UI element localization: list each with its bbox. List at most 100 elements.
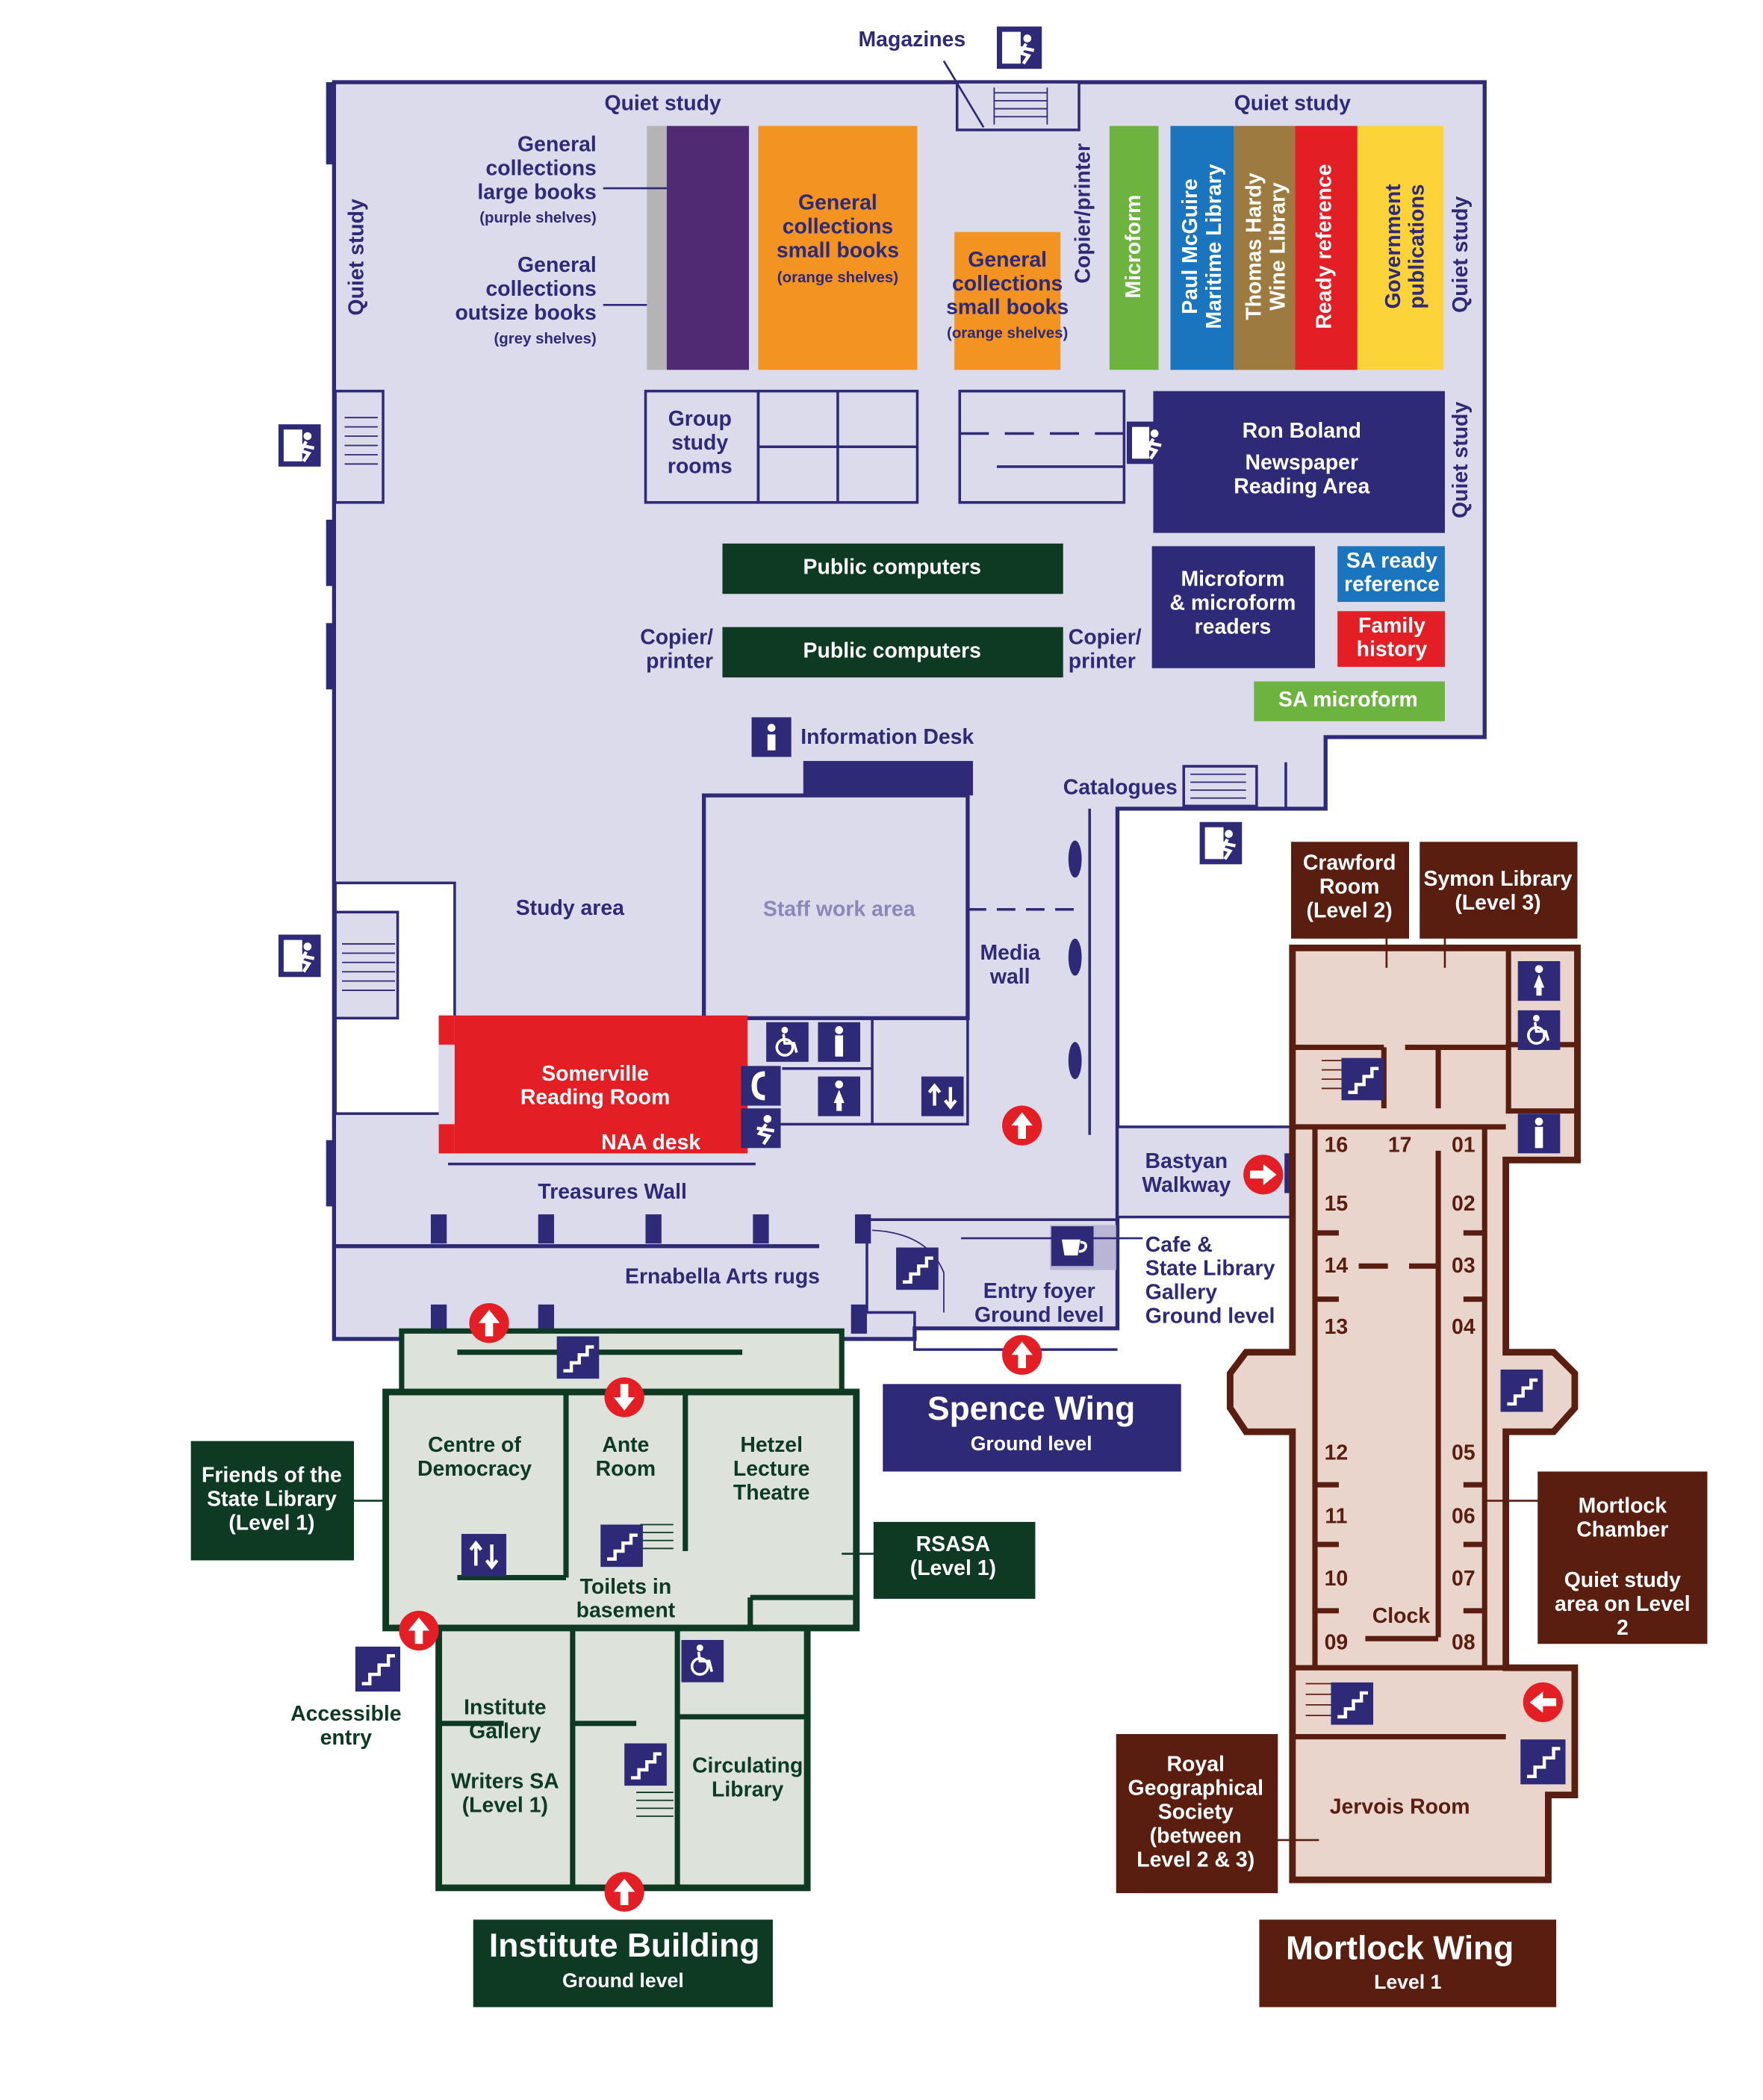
bay-number: 17 [1387, 1134, 1412, 1158]
copier-printer-label: Copier/printer [1072, 143, 1095, 284]
public-computers-2-bg [722, 627, 1063, 678]
bay-number: 11 [1325, 1506, 1348, 1529]
bay-number: 09 [1324, 1632, 1349, 1655]
bay-number: 13 [1324, 1316, 1349, 1339]
stairs-icon [1520, 1739, 1566, 1785]
bay-number: 06 [1452, 1506, 1476, 1529]
institute-building-subtitle: Ground level [562, 1969, 684, 1993]
gc-large-books-label: General collections large books [477, 134, 597, 205]
wheelchair-icon [681, 1639, 724, 1683]
bay-number: 07 [1452, 1568, 1476, 1591]
writers-sa-label: Writers SA (Level 1) [450, 1771, 559, 1818]
naa-desk-label: NAA desk [601, 1132, 701, 1155]
copier-printer-label: Copier/ printer [640, 627, 714, 674]
bay-number: 05 [1452, 1442, 1476, 1465]
institute-building [347, 1328, 878, 1892]
mortlock-chamber-box [1537, 1471, 1708, 1644]
hetzel-lecture-theatre-label: Hetzel Lecture Theatre [733, 1434, 810, 1505]
sa-ready-reference-label: SA ready reference [1344, 550, 1440, 597]
public-computers-label: Public computers [803, 556, 981, 580]
government-publications-label: Government publications [1382, 184, 1429, 309]
stairs-icon [896, 1247, 939, 1290]
info-icon [751, 717, 792, 757]
institute-gallery-label: Institute Gallery [464, 1697, 547, 1744]
microform-readers-bg [1151, 546, 1315, 668]
toilet-icon [818, 1022, 861, 1062]
staff-work-area-label: Staff work area [762, 898, 915, 922]
ernabella-arts-rugs-label: Ernabella Arts rugs [624, 1266, 820, 1289]
gov-pub-shelf [1357, 125, 1444, 370]
symon-box [1420, 842, 1578, 939]
media-wall-label: Media wall [980, 942, 1040, 990]
info-desk-bar [803, 760, 973, 796]
toilet-icon [1517, 1113, 1561, 1154]
gc-outsize-books-label: General collections outsize books [455, 254, 597, 325]
copier-printer-label: Copier/ printer [1068, 627, 1142, 674]
maritime-library-label: Paul McGuire Maritime Library [1180, 164, 1227, 329]
entry-arrow-icon [604, 1377, 644, 1417]
symon-library-label: Symon Library (Level 3) [1423, 868, 1573, 915]
ready-reference-label: Ready reference [1313, 164, 1337, 329]
bay-number: 08 [1452, 1632, 1476, 1655]
friends-box [190, 1441, 354, 1561]
bay-number: 03 [1452, 1255, 1476, 1279]
treasures-wall-label: Treasures Wall [538, 1181, 687, 1204]
friends-label: Friends of the State Library (Level 1) [202, 1464, 342, 1535]
quiet-study-label: Quiet study [1450, 401, 1473, 519]
spence-title-box [883, 1384, 1181, 1472]
microform-label: Microform [1122, 194, 1145, 299]
toilet-icon [1517, 961, 1561, 1001]
newspaper-reading-area-label: Newspaper Reading Area [1234, 452, 1370, 499]
emergency-exit-icon [1199, 821, 1243, 865]
mortlock-title-box [1259, 1919, 1557, 2007]
stairs-icon [1341, 1057, 1384, 1101]
stairs-icon [355, 1646, 401, 1692]
bay-number: 15 [1324, 1193, 1349, 1216]
bay-number: 14 [1324, 1255, 1349, 1279]
gc-small-books-label: General collections small books [946, 249, 1069, 320]
ron-boland-label: Ron Boland [1242, 420, 1361, 443]
stairs-icon [556, 1336, 600, 1379]
wine-library-label: Thomas Hardy Wine Library [1243, 173, 1290, 320]
institute-building-title: Institute Building [488, 1927, 760, 1965]
emergency-exit-icon [1126, 421, 1167, 465]
group-study-walls [644, 389, 1126, 504]
quiet-study-label: Quiet study [604, 93, 721, 116]
spence-wing [326, 60, 1487, 1351]
wheelchair-icon [766, 1022, 809, 1062]
magazines-label: Magazines [858, 29, 966, 52]
royal-geo-box [1116, 1733, 1278, 1893]
bay-number: 04 [1452, 1316, 1476, 1339]
grey-shelves-note: (grey shelves) [494, 331, 597, 348]
spence-wing-title: Spence Wing [927, 1391, 1136, 1428]
group-study-rooms-label: Group study rooms [667, 408, 733, 479]
spence-wing-subtitle: Ground level [970, 1432, 1092, 1456]
ready-ref-shelf [1295, 125, 1358, 370]
mortlock-wing [1226, 917, 1581, 1883]
wine-shelf [1234, 125, 1296, 370]
microform-shelf [1109, 125, 1159, 370]
rsasa-box [873, 1521, 1036, 1599]
bay-number: 02 [1452, 1193, 1476, 1216]
emergency-exit-icon [278, 424, 321, 467]
institute-title-box [473, 1919, 773, 2007]
purple-shelves [666, 125, 749, 370]
somerville-label: Somerville Reading Room [520, 1063, 671, 1110]
toilet-icon [818, 1076, 861, 1116]
stairs-icon [624, 1743, 667, 1786]
circulating-library-label: Circulating Library [692, 1755, 803, 1802]
quiet-study-label: Quiet study [1234, 93, 1351, 116]
bay-number: 10 [1324, 1568, 1349, 1591]
maritime-shelf [1170, 125, 1234, 370]
orange-shelves-note: (orange shelves) [777, 270, 899, 287]
magazines-stairs [955, 81, 1081, 131]
cafe-label: Cafe & State Library Gallery Ground leve… [1145, 1234, 1275, 1329]
centre-of-democracy-label: Centre of Democracy [417, 1434, 532, 1481]
entry-arrow-icon [1002, 1105, 1042, 1146]
entry-arrow-icon [1523, 1682, 1563, 1722]
information-desk-label: Information Desk [800, 726, 974, 749]
purple-shelves-note: (purple shelves) [479, 211, 597, 227]
orange-shelves-2 [954, 232, 1061, 370]
family-history-label: Family history [1356, 615, 1428, 662]
entry-arrow-icon [604, 1871, 644, 1912]
